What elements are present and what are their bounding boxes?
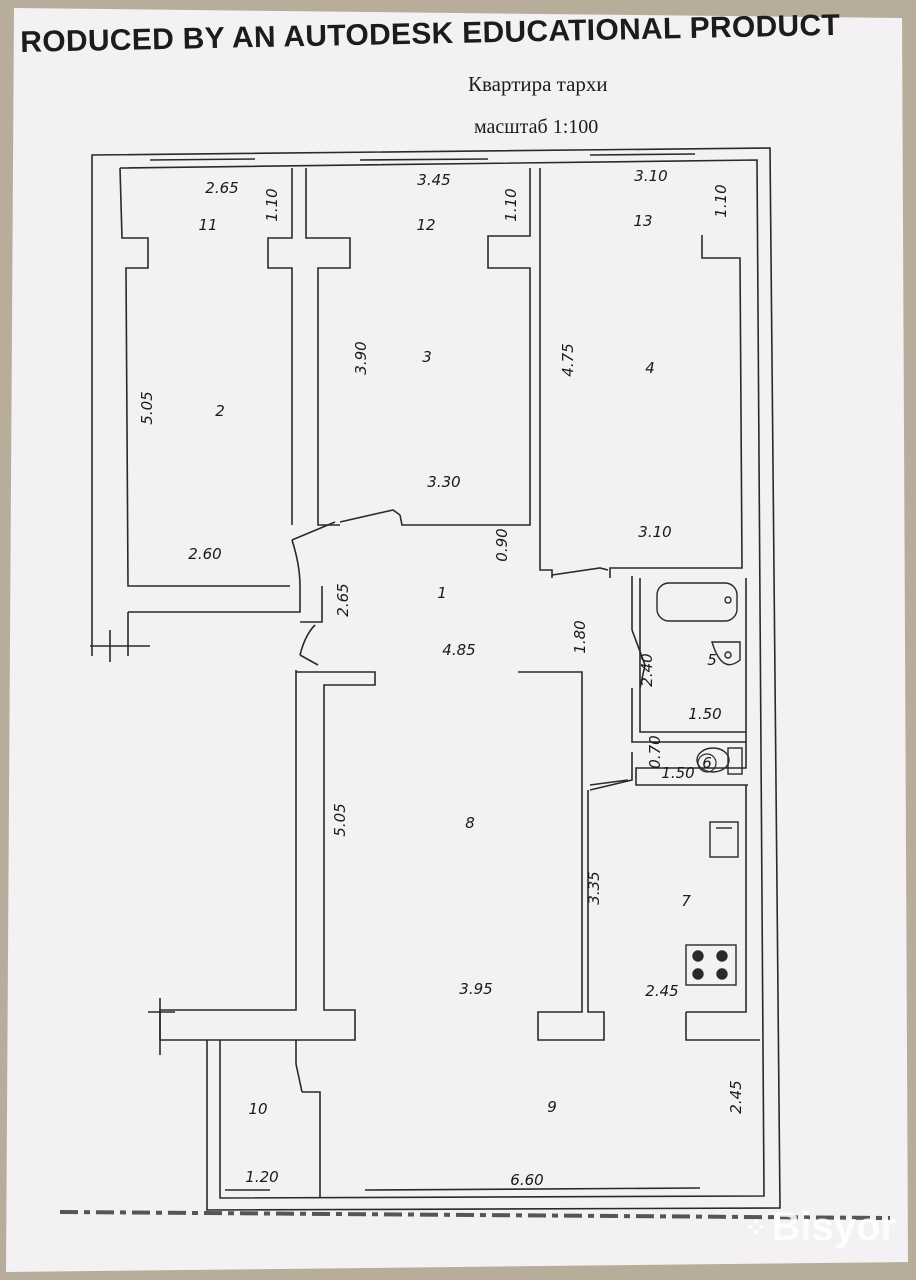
room-number-5: 5 <box>707 651 717 669</box>
dimension-1-d: 1.80 <box>571 620 589 653</box>
dimension-8-w: 3.95 <box>459 980 492 998</box>
dimension-6-h: 0.70 <box>646 735 664 768</box>
dimension-4-h: 4.75 <box>559 343 577 376</box>
dimension-12-h: 1.10 <box>502 188 520 221</box>
dimension-1-c: 4.85 <box>442 641 475 659</box>
room-number-6: 6 <box>702 754 712 772</box>
paper <box>6 8 908 1272</box>
room-number-9: 9 <box>547 1098 557 1116</box>
room-number-12: 12 <box>416 216 435 234</box>
dimension-2-h: 5.05 <box>138 391 156 424</box>
kitchen-sink-icon <box>709 821 739 858</box>
dimension-5-w: 1.50 <box>688 705 721 723</box>
sink-icon <box>711 641 741 666</box>
room-number-6-circle <box>697 753 717 773</box>
plan-scale: масштаб 1:100 <box>474 116 599 138</box>
dimension-4-w: 3.10 <box>638 523 671 541</box>
dimension-8-h: 5.05 <box>331 803 349 836</box>
dimension-2-w: 2.60 <box>188 545 221 563</box>
walls <box>90 147 781 1211</box>
room-number-4: 4 <box>645 359 655 377</box>
dimension-11-w: 2.65 <box>205 179 238 197</box>
room-number-11: 11 <box>198 216 217 234</box>
dimension-9-h: 2.45 <box>727 1080 745 1113</box>
dimension-10-w: 1.20 <box>245 1168 278 1186</box>
dimension-13-w: 3.10 <box>634 167 667 185</box>
dimension-5-h: 2.40 <box>638 653 656 686</box>
bathtub-icon <box>656 582 738 622</box>
dimension-6-w: 1.50 <box>661 764 694 782</box>
room-number-8: 8 <box>465 814 475 832</box>
dimension-3-h: 3.90 <box>352 341 370 374</box>
sheet-cut-line <box>59 1210 891 1220</box>
plan-title: Квартира тархи <box>468 72 608 96</box>
room-number-7: 7 <box>681 892 691 910</box>
dimension-1-a: 0.90 <box>493 528 511 561</box>
room-number-10: 10 <box>248 1100 267 1118</box>
dimension-11-h: 1.10 <box>263 188 281 221</box>
toilet-icon <box>696 747 743 775</box>
bisyor-watermark: ⁘ Bisyor <box>744 1205 896 1250</box>
dimension-7-w: 2.45 <box>645 982 678 1000</box>
dimension-12-w: 3.45 <box>417 171 450 189</box>
room-number-3: 3 <box>422 348 432 366</box>
dimension-9-w: 6.60 <box>510 1171 543 1189</box>
dimension-7-h: 3.35 <box>585 871 603 904</box>
dimension-1-b: 2.65 <box>334 583 352 616</box>
stove-icon <box>685 944 737 986</box>
watermark-text: Bisyor <box>771 1205 897 1249</box>
room-number-1: 1 <box>437 584 447 602</box>
room-number-2: 2 <box>215 402 225 420</box>
dimension-3-w: 3.30 <box>427 473 460 491</box>
dimension-13-h: 1.10 <box>712 184 730 217</box>
room-number-13: 13 <box>633 212 652 230</box>
bisyor-logo-icon: ⁘ <box>744 1212 768 1243</box>
